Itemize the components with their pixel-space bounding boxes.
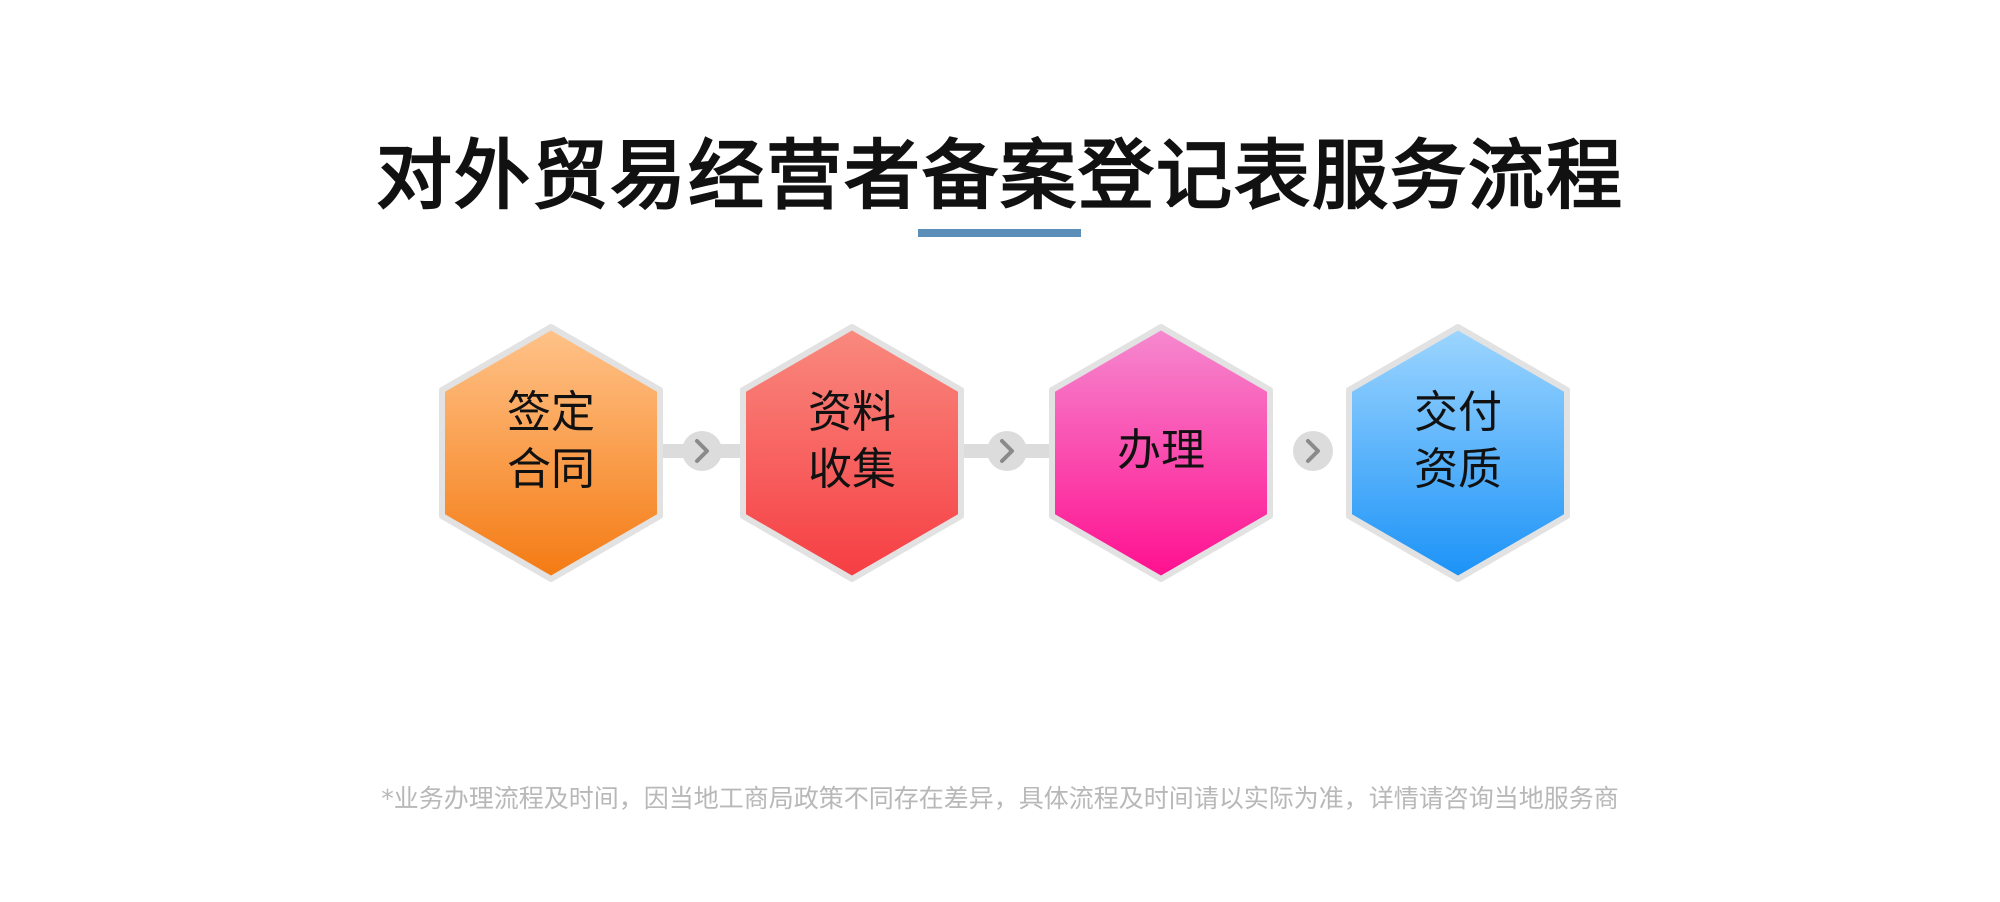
page-title: 对外贸易经营者备案登记表服务流程	[376, 131, 1624, 220]
chevron-right-icon	[1000, 439, 1014, 463]
hexagon-shape	[1346, 324, 1570, 582]
step-label-line-2: 资质	[1414, 444, 1502, 495]
step-label-line-2: 合同	[507, 444, 595, 495]
step-label-line-1: 交付	[1414, 387, 1502, 438]
step-label-line-2: 收集	[808, 444, 896, 495]
hexagon-shape	[740, 324, 964, 582]
connector-2	[955, 431, 1060, 471]
hexagon-shape	[439, 324, 663, 582]
connector-1	[650, 431, 750, 471]
connector-node	[987, 431, 1027, 471]
connector-3	[1293, 431, 1333, 471]
step-label-line-1: 资料	[808, 387, 896, 438]
step-label-line-1: 签定	[507, 387, 595, 438]
step-label-line-1: 办理	[1117, 425, 1205, 476]
title-underline	[918, 229, 1081, 237]
footnote-disclaimer: *业务办理流程及时间，因当地工商局政策不同存在差异，具体流程及时间请以实际为准，…	[381, 784, 1619, 813]
step-2-collect-materials: 资料 收集	[740, 324, 964, 582]
connector-node	[682, 431, 722, 471]
step-4-deliver-qualification: 交付 资质	[1346, 324, 1570, 582]
connector-node	[1293, 431, 1333, 471]
chevron-right-icon	[695, 439, 709, 463]
hexagon-shape	[1049, 324, 1273, 582]
chevron-right-icon	[1306, 439, 1320, 463]
step-1-sign-contract: 签定 合同	[439, 324, 663, 582]
step-3-process: 办理	[1049, 324, 1273, 582]
